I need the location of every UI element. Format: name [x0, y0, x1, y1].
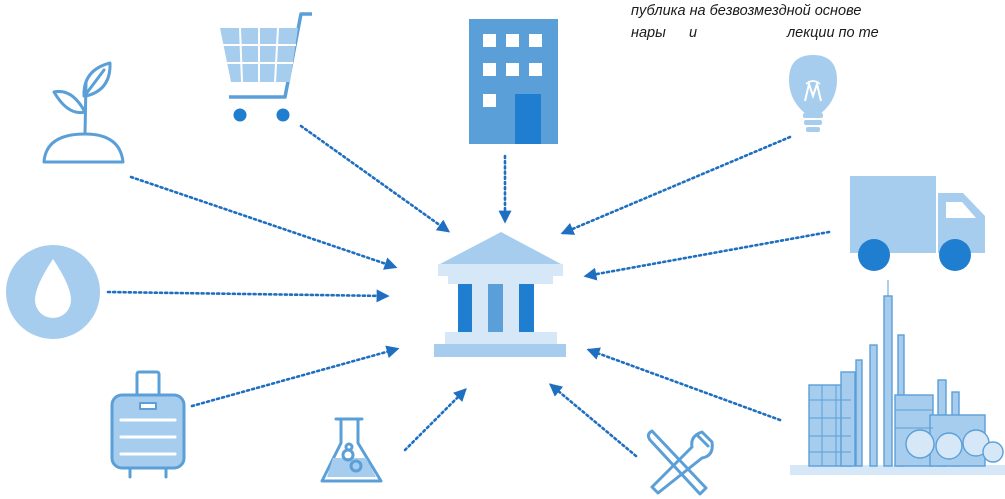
shopping-cart-icon [220, 12, 312, 122]
arrow-from-water [106, 289, 390, 303]
caption-word: лекции по те [787, 25, 879, 41]
suitcase-icon [110, 370, 186, 479]
caption-line-2: нары и лекции по те [631, 22, 1005, 44]
arrow-from-suitcase [190, 345, 400, 408]
water-drop-icon [6, 245, 100, 339]
factory-icon [790, 280, 1005, 475]
arrow-from-cart [299, 124, 451, 233]
office-building-icon [469, 19, 558, 144]
sprout-icon [42, 61, 125, 164]
arrow-from-fork-knife [549, 383, 638, 458]
caption-line-1: публика на безвозмездной основе [631, 3, 862, 19]
bank-icon [434, 232, 566, 357]
delivery-truck-icon [850, 176, 985, 271]
arrow-from-truck [583, 230, 831, 281]
connector-arrows [106, 124, 831, 458]
arrow-from-flask [403, 388, 467, 452]
arrow-from-lightbulb [560, 135, 792, 235]
caption-word: нары [631, 25, 666, 41]
arrow-from-factory [586, 347, 782, 422]
caption-word: и [689, 25, 698, 41]
flask-icon [320, 417, 383, 483]
lightbulb-icon [789, 55, 837, 132]
fork-knife-icon [646, 429, 714, 496]
caption-text: публика на безвозмездной основе нары и лек… [631, 0, 1005, 44]
arrow-from-sprout [129, 175, 398, 270]
